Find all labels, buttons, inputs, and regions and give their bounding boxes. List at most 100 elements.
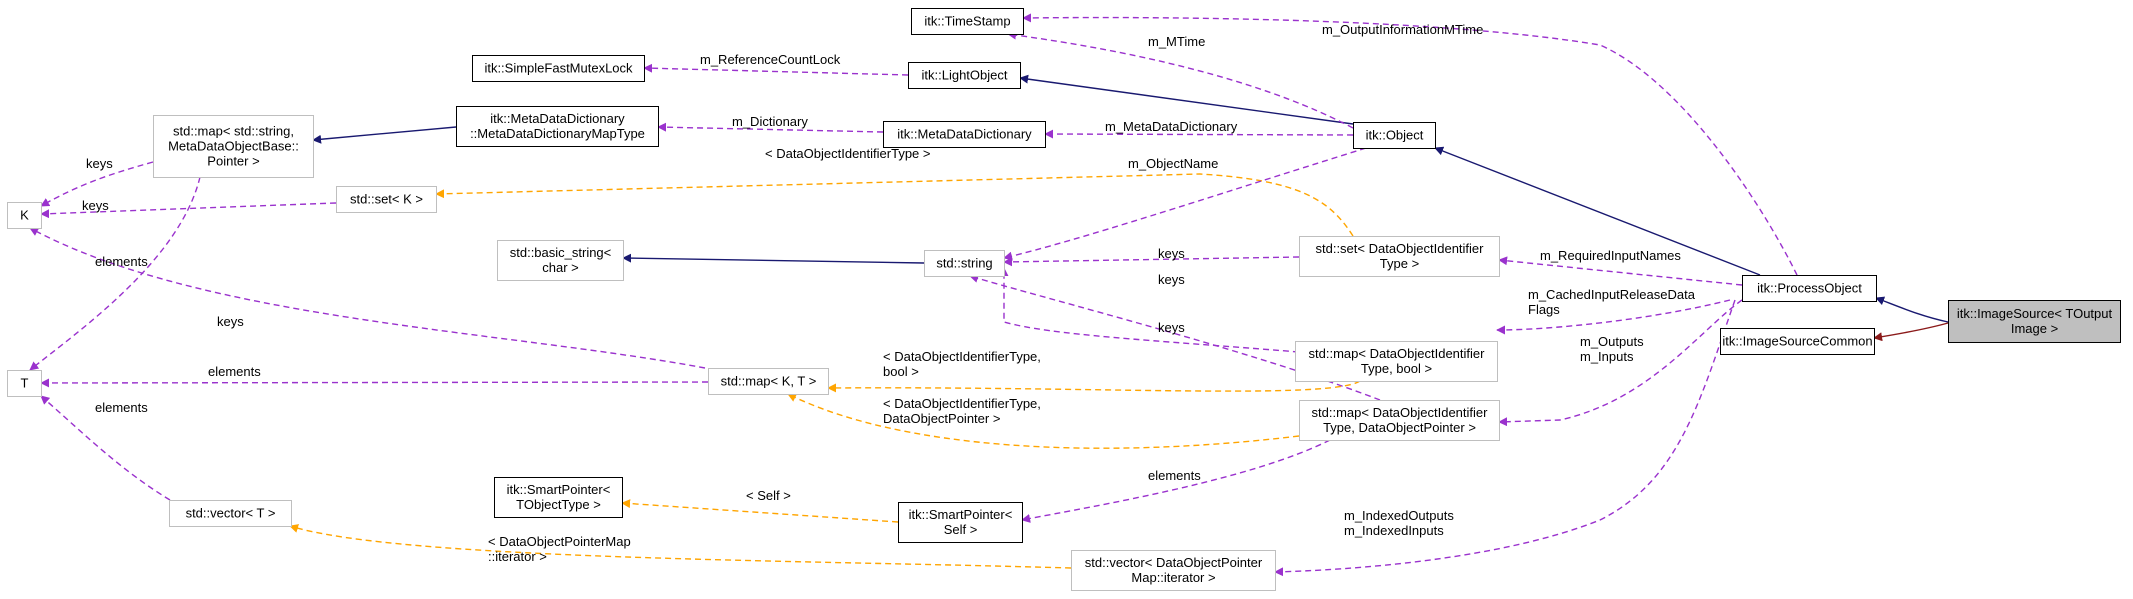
node-smartptr-t[interactable]: itk::SmartPointer<TObjectType > xyxy=(494,477,623,518)
edge-label-m-requiredinputnames: m_RequiredInputNames xyxy=(1540,248,1681,263)
template-edge xyxy=(621,499,899,523)
edge-label-keys-map: keys xyxy=(86,156,113,171)
usage-edge xyxy=(1003,256,1300,267)
node-label: itk::TimeStamp xyxy=(924,14,1010,29)
node-label: std::vector< T > xyxy=(186,506,276,521)
node-smartptr-self[interactable]: itk::SmartPointer<Self > xyxy=(898,502,1023,543)
node-object[interactable]: itk::Object xyxy=(1353,122,1436,149)
usage-edge xyxy=(29,227,706,369)
node-label: K xyxy=(20,208,29,223)
node-label: itk::MetaDataDictionary xyxy=(490,111,625,126)
node-timestamp[interactable]: itk::TimeStamp xyxy=(911,8,1024,35)
edge-label-elements-smart: elements xyxy=(1148,468,1201,483)
edge-label-m-cached: Flags xyxy=(1528,302,1560,317)
node-mutexlock[interactable]: itk::SimpleFastMutexLock xyxy=(472,55,645,82)
usage-edge xyxy=(1498,256,1743,286)
edge-label-m-outputs: m_Inputs xyxy=(1580,349,1634,364)
node-label: itk::ImageSourceCommon xyxy=(1722,334,1872,349)
node-label: itk::LightObject xyxy=(922,68,1008,83)
node-label: TObjectType > xyxy=(516,497,601,512)
inherit-edge xyxy=(1875,296,1949,323)
node-label: itk::SmartPointer< xyxy=(507,482,611,497)
node-stdmap-string: std::map< std::string,MetaDataObjectBase… xyxy=(153,115,314,178)
private-edge xyxy=(1873,322,1949,342)
edge-label-doid-ptr: DataObjectPointer > xyxy=(883,411,1000,426)
edge-label-doid-ptr: < DataObjectIdentifierType, xyxy=(883,396,1041,411)
node-mdd-maptype[interactable]: itk::MetaDataDictionary::MetaDataDiction… xyxy=(456,106,659,147)
edge-label-dop-iter: ::iterator > xyxy=(488,549,547,564)
node-label: std::map< K, T > xyxy=(721,374,817,389)
node-vector-t: std::vector< T > xyxy=(169,500,292,527)
usage-edge xyxy=(1044,129,1354,139)
node-label: Type, bool > xyxy=(1361,361,1432,376)
node-label: itk::MetaDataDictionary xyxy=(897,127,1032,142)
edge-label-m-indexed: m_IndexedOutputs xyxy=(1344,508,1454,523)
edge-label-m-outputinformationmtime: m_OutputInformationMTime xyxy=(1322,22,1483,37)
edge-label-m-mtime: m_MTime xyxy=(1148,34,1205,49)
node-map-doid-bool: std::map< DataObjectIdentifierType, bool… xyxy=(1295,341,1498,382)
edge-label-elements-t-map: elements xyxy=(208,364,261,379)
usage-edge xyxy=(643,63,909,76)
edge-label-keys-set: keys xyxy=(82,198,109,213)
edge-label-m-metadatadictionary: m_MetaDataDictionary xyxy=(1105,119,1238,134)
inherit-edge xyxy=(1434,146,1761,276)
node-lightobject[interactable]: itk::LightObject xyxy=(908,62,1021,89)
node-stdset-k: std::set< K > xyxy=(336,186,437,213)
usage-edge xyxy=(657,122,884,133)
node-basic-string: std::basic_string<char > xyxy=(497,240,624,281)
usage-edge xyxy=(1498,299,1743,427)
node-mdd[interactable]: itk::MetaDataDictionary xyxy=(883,121,1046,148)
node-label: Self > xyxy=(944,522,978,537)
usage-edge xyxy=(40,378,709,388)
usage-edge xyxy=(1496,299,1731,335)
node-label: itk::SmartPointer< xyxy=(909,507,1013,522)
edge-label-keys-string-map: keys xyxy=(1158,272,1185,287)
node-label: Type, DataObjectPointer > xyxy=(1323,420,1476,435)
template-edge xyxy=(435,173,1354,237)
edge-label-m-objectname: m_ObjectName xyxy=(1128,156,1218,171)
edge-label-m-referencecountlock: m_ReferenceCountLock xyxy=(700,52,841,67)
node-label: std::map< DataObjectIdentifier xyxy=(1309,346,1486,361)
template-edge xyxy=(827,380,1361,393)
node-map-doid-ptr: std::map< DataObjectIdentifierType, Data… xyxy=(1299,400,1500,441)
edge-label-elements-vector: elements xyxy=(95,400,148,415)
node-label: std::map< std::string, xyxy=(173,124,294,139)
edge-labels: m_OutputInformationMTime m_MTime m_Referen… xyxy=(82,22,1696,564)
node-t: T xyxy=(7,370,42,397)
node-label: ::MetaDataDictionaryMapType xyxy=(470,126,645,141)
edge-label-self: < Self > xyxy=(746,488,791,503)
node-label: Pointer > xyxy=(207,154,259,169)
node-label: Map::iterator > xyxy=(1131,570,1215,585)
node-label: Type > xyxy=(1380,256,1419,271)
edge-label-m-dictionary: m_Dictionary xyxy=(732,114,808,129)
usage-edge xyxy=(40,161,154,207)
usage-edge xyxy=(1274,299,1736,577)
template-edge xyxy=(787,393,1300,449)
node-label: std::basic_string< xyxy=(510,245,612,260)
edge-label-m-indexed: m_IndexedInputs xyxy=(1344,523,1444,538)
usage-edge xyxy=(969,274,1381,401)
node-label: itk::ImageSource< TOutput xyxy=(1957,306,2113,321)
usage-edge xyxy=(29,176,201,371)
node-k: K xyxy=(7,202,42,229)
edge-label-dop-iter: < DataObjectPointerMap xyxy=(488,534,631,549)
node-label: std::set< DataObjectIdentifier xyxy=(1315,241,1484,256)
edges xyxy=(29,13,1949,577)
edge-label-elements-map: elements xyxy=(95,254,148,269)
node-label: Image > xyxy=(2011,321,2058,336)
node-label: std::set< K > xyxy=(350,192,423,207)
inherit-edge xyxy=(622,253,925,264)
node-label: itk::ProcessObject xyxy=(1757,281,1862,296)
node-label: T xyxy=(21,376,29,391)
usage-edge xyxy=(1022,13,1798,276)
node-map-kt: std::map< K, T > xyxy=(708,368,829,395)
node-label: std::vector< DataObjectPointer xyxy=(1085,555,1263,570)
edge-label-keys-string-set: keys xyxy=(1158,246,1185,261)
usage-edge xyxy=(999,267,1300,353)
node-processobject[interactable]: itk::ProcessObject xyxy=(1742,275,1877,302)
node-label: itk::SimpleFastMutexLock xyxy=(484,61,633,76)
node-isc[interactable]: itk::ImageSourceCommon xyxy=(1720,328,1875,355)
edge-label-keys-k-map: keys xyxy=(217,314,244,329)
